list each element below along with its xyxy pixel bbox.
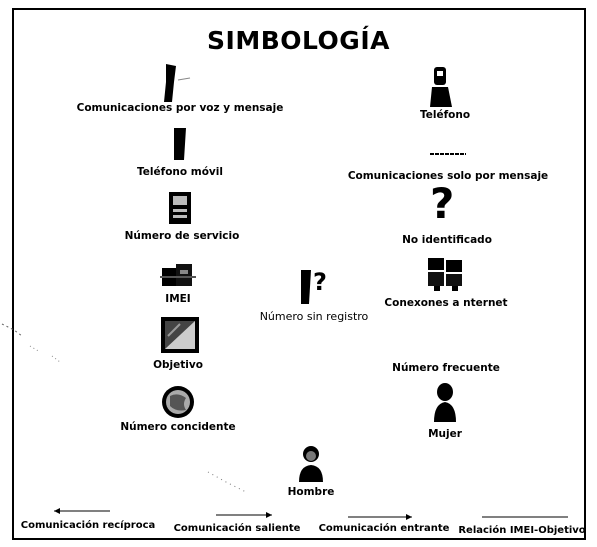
scan-smudge-2 <box>207 471 247 493</box>
man-icon <box>299 446 323 482</box>
internet-label: Conexones a nternet <box>384 297 508 309</box>
frecuente-label: Número frecuente <box>392 362 500 374</box>
mobile-phone-icon <box>174 128 186 160</box>
phone-question-icon: ? <box>301 268 327 304</box>
relacion-label: Relación IMEI-Objetivo <box>458 525 586 536</box>
reciproca-label: Comunicación recíproca <box>20 520 156 531</box>
outgoing-arrow-icon <box>216 512 272 518</box>
computer-network-icon <box>428 258 462 291</box>
imei-label: IMEI <box>165 293 191 305</box>
service-machine-icon <box>169 192 191 224</box>
svg-text:?: ? <box>313 268 327 296</box>
reciprocal-arrow-icon <box>54 508 110 514</box>
entrante-label: Comunicación entrante <box>318 523 450 534</box>
globe-circle-icon <box>162 386 194 418</box>
question-mark-icon: ? <box>430 179 455 228</box>
voz-mensaje-label: Comunicaciones por voz y mensaje <box>76 102 284 114</box>
hombre-label: Hombre <box>287 486 335 498</box>
telefono-label: Teléfono <box>419 109 471 121</box>
objetivo-label: Objetivo <box>153 359 203 371</box>
target-image-icon <box>161 317 199 353</box>
imei-device-icon <box>160 264 196 286</box>
solo-mensaje-label: Comunicaciones solo por mensaje <box>347 170 549 182</box>
sin-registro-label: Número sin registro <box>259 310 369 323</box>
movil-label: Teléfono móvil <box>137 166 223 178</box>
incoming-arrow-icon <box>348 514 412 520</box>
woman-icon <box>434 383 456 422</box>
scan-smudge <box>1 323 61 363</box>
no-identificado-label: No identificado <box>402 234 492 246</box>
desk-phone-icon <box>430 67 452 107</box>
relation-line-icon <box>482 516 568 518</box>
legend-frame <box>12 8 586 540</box>
message-line-icon <box>430 153 466 155</box>
servicio-label: Número de servicio <box>124 230 240 242</box>
coincidente-label: Número concidente <box>120 421 236 433</box>
saliente-label: Comunicación saliente <box>173 523 301 534</box>
page-title: SIMBOLOGÍA <box>207 26 390 55</box>
phone-handset-icon <box>164 64 191 102</box>
mujer-label: Mujer <box>428 428 462 440</box>
